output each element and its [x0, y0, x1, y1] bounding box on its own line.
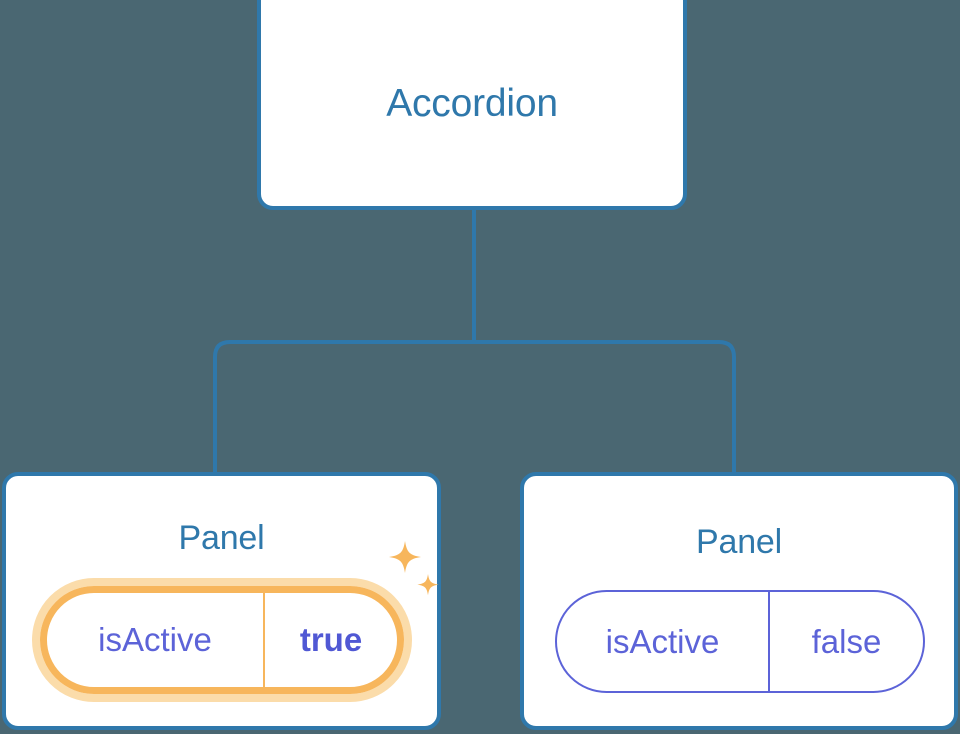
node-title-accordion: Accordion [386, 81, 558, 125]
prop-pill-active-wrapper: isActive true [32, 578, 412, 702]
prop-key-isactive: isActive [557, 592, 770, 691]
node-title-panel-active: Panel [178, 519, 265, 557]
node-title-panel-inactive: Panel [696, 523, 782, 561]
prop-pill-halo [32, 578, 412, 702]
prop-value-true: true [299, 621, 363, 658]
prop-pill-isactive-true[interactable]: isActive true [40, 586, 404, 694]
prop-pill-isactive-false[interactable]: isActive false [555, 590, 925, 693]
node-accordion[interactable]: Accordion [257, 0, 687, 210]
connector-branch [213, 340, 736, 480]
prop-value-false: false [811, 622, 882, 660]
prop-key-isactive: isActive [47, 593, 265, 687]
